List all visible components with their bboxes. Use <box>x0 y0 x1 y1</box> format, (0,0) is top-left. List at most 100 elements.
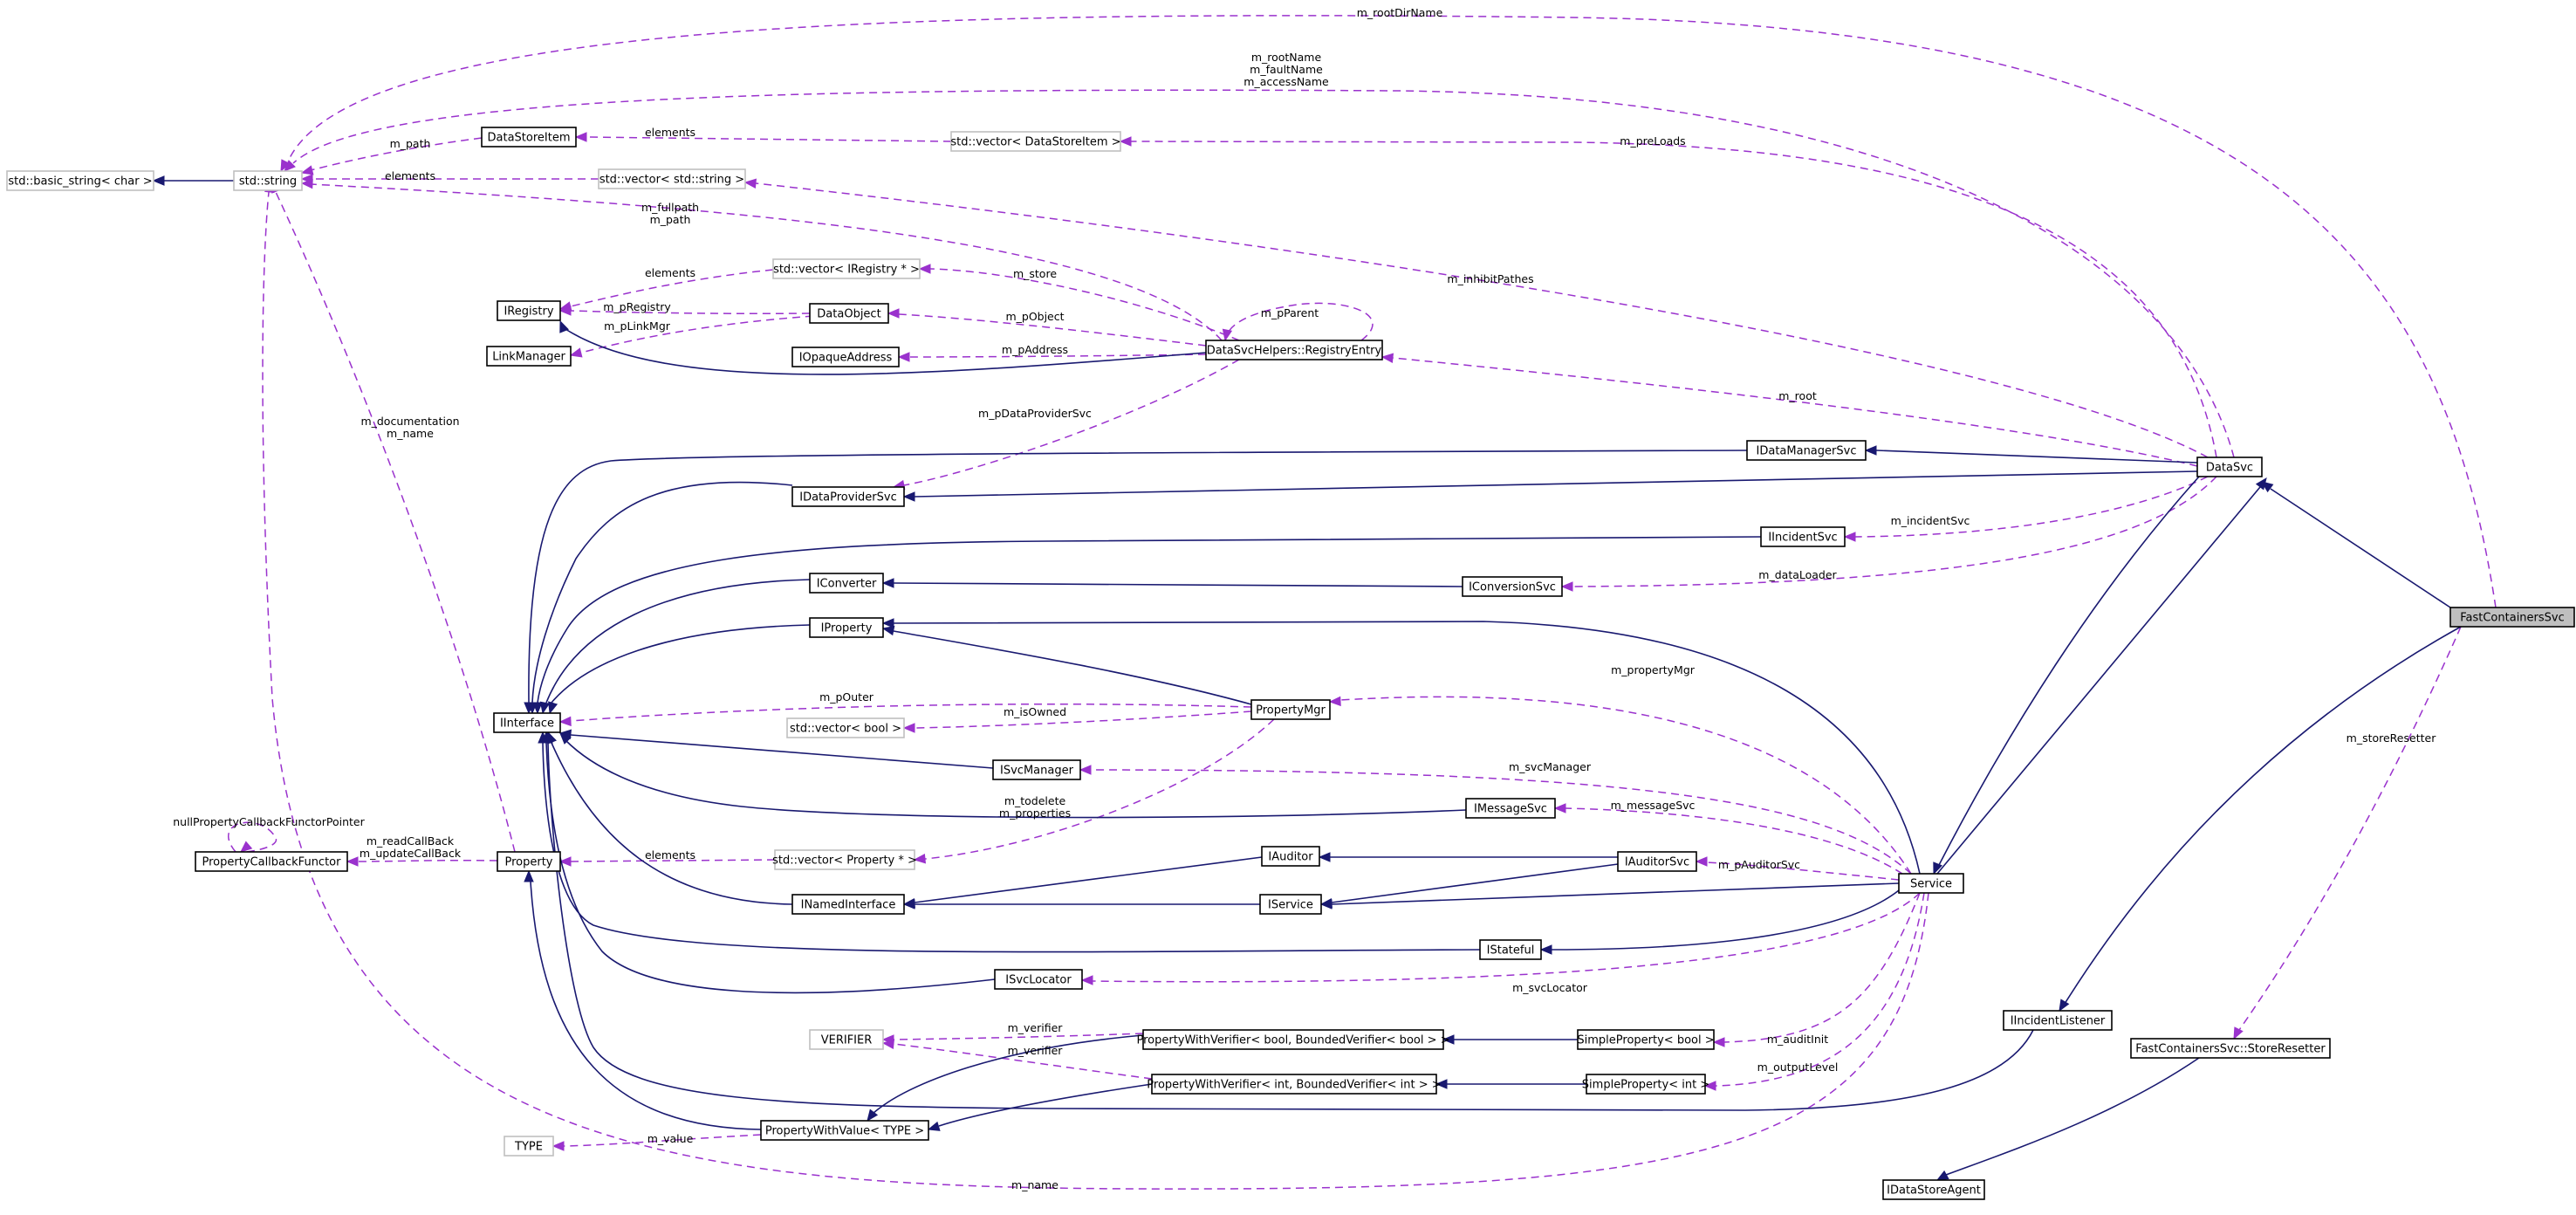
usage-arrowhead <box>1560 581 1573 592</box>
class-node-iauditor[interactable]: IAuditor <box>1261 846 1320 867</box>
class-node-isvcmanager[interactable]: ISvcManager <box>992 759 1081 780</box>
usage-edge-svcmanager <box>1079 765 1912 875</box>
usage-arrowhead <box>1553 803 1566 813</box>
class-node-iincidentsvc[interactable]: IIncidentSvc <box>1760 526 1846 547</box>
usage-edge-elements-property <box>558 856 776 867</box>
class-node-linkmanager[interactable]: LinkManager <box>486 346 572 367</box>
inheritance-edge-iconverter-inherits-iinterface <box>539 579 811 715</box>
usage-edge-paddress <box>897 352 1207 362</box>
class-node-iinterface[interactable]: IInterface <box>493 712 561 733</box>
inheritance-arrowhead <box>867 1109 879 1122</box>
usage-arrowhead <box>902 723 915 733</box>
class-node-label: IInterface <box>500 717 554 731</box>
edge-label-todelete: m_todelete <box>1004 794 1066 807</box>
class-node-datastoreitem[interactable]: DataStoreItem <box>481 127 577 148</box>
inheritance-edge-iincidentsvc-inherits-iinterface <box>532 536 1762 715</box>
class-node-sp-bool[interactable]: SimpleProperty< bool > <box>1577 1029 1715 1050</box>
inheritance-arrowhead <box>902 491 915 502</box>
class-node-iauditorsvc[interactable]: IAuditorSvc <box>1617 851 1697 872</box>
inheritance-arrowhead <box>524 869 534 882</box>
class-node-imessagesvc[interactable]: IMessageSvc <box>1465 798 1556 819</box>
edge-label-pDataProviderSvc: m_pDataProviderSvc <box>978 407 1092 420</box>
class-node-label: PropertyWithVerifier< bool, BoundedVerif… <box>1136 1034 1449 1047</box>
inheritance-edge-iproperty-inherits-iinterface <box>548 624 811 715</box>
inheritance-arrowhead <box>532 702 543 715</box>
usage-edge-verifier-int <box>881 1039 1153 1080</box>
inheritance-edge-iincidentlistener-inherits-iinterface <box>543 731 2034 1111</box>
class-node-dataobject[interactable]: DataObject <box>809 303 889 324</box>
usage-edge-null-pcf-pointer <box>228 821 277 853</box>
class-node-label: IAuditorSvc <box>1625 856 1689 869</box>
edge-label-nullPCFP: nullPropertyCallbackFunctorPointer <box>173 815 365 828</box>
edge-label-messageSvc: m_messageSvc <box>1611 799 1696 812</box>
inheritance-edge-idatamanagersvc-inherits-iinterface <box>524 450 1748 715</box>
edge-label-pLinkMgr: m_pLinkMgr <box>604 319 671 333</box>
usage-edge-todelete <box>913 718 1275 864</box>
class-node-label: Property <box>504 856 552 869</box>
class-node-iopaqueaddress[interactable]: IOpaqueAddress <box>791 347 900 367</box>
class-node-iconverter[interactable]: IConverter <box>809 573 884 594</box>
inheritance-arrowhead <box>1864 445 1877 456</box>
class-node-storeresetter[interactable]: FastContainersSvc::StoreResetter <box>2130 1038 2331 1059</box>
usage-edge-plinkmgr <box>569 315 814 358</box>
inheritance-edge-imessagesvc-inherits-iinterface <box>559 732 1467 819</box>
usage-arrowhead <box>1222 328 1233 342</box>
inheritance-arrowhead <box>1539 944 1552 955</box>
class-node-service[interactable]: Service <box>1898 873 1964 894</box>
class-node-istateful[interactable]: IStateful <box>1479 939 1542 960</box>
inheritance-arrowhead <box>881 618 894 628</box>
usage-edge-pregistry <box>558 305 811 316</box>
edge-label-outputLevel: m_outputLevel <box>1757 1061 1839 1074</box>
inheritance-arrowhead <box>1318 852 1331 862</box>
class-node-iconversionsvc[interactable]: IConversionSvc <box>1462 576 1563 597</box>
usage-edge-documentation <box>271 180 516 853</box>
class-node-pwv-bool[interactable]: PropertyWithVerifier< bool, BoundedVerif… <box>1136 1029 1450 1050</box>
edge-label-documentation: m_name <box>387 427 434 440</box>
class-node-pwv-int[interactable]: PropertyWithVerifier< int, BoundedVerifi… <box>1147 1074 1442 1095</box>
class-node-pwvalue[interactable]: PropertyWithValue< TYPE > <box>760 1120 929 1141</box>
class-node-property[interactable]: Property <box>497 851 561 872</box>
inheritance-arrowhead <box>881 578 894 588</box>
edge-label-auditInit: m_auditInit <box>1767 1033 1828 1046</box>
class-node-idatastoreagent[interactable]: IDataStoreAgent <box>1882 1179 1985 1200</box>
usage-edge-rootname <box>284 89 2235 458</box>
class-node-inamedinterface[interactable]: INamedInterface <box>791 894 905 915</box>
usage-edge-pparent <box>1222 302 1374 342</box>
usage-edge-preloads <box>1119 136 2217 458</box>
edge-label-store: m_store <box>1013 267 1057 280</box>
class-node-vec-dsi: std::vector< DataStoreItem > <box>950 131 1121 152</box>
class-node-registryentry[interactable]: DataSvcHelpers::RegistryEntry <box>1205 340 1383 360</box>
class-node-iproperty[interactable]: IProperty <box>809 617 884 638</box>
class-node-vec-string: std::vector< std::string > <box>598 168 746 189</box>
class-node-pcf[interactable]: PropertyCallbackFunctor <box>195 851 348 872</box>
class-node-propertymgr[interactable]: PropertyMgr <box>1250 699 1331 720</box>
class-node-iregistry[interactable]: IRegistry <box>497 300 561 321</box>
usage-edge-readcallback <box>346 856 498 867</box>
class-node-label: IDataStoreAgent <box>1887 1184 1981 1198</box>
class-node-datasvc[interactable]: DataSvc <box>2196 456 2263 477</box>
class-node-label: ISvcManager <box>1000 765 1074 778</box>
usage-edge-pouter <box>558 703 1252 727</box>
inheritance-edge-sp-int-inherits-pwv-int <box>1435 1079 1586 1089</box>
class-node-label: IConverter <box>817 578 877 591</box>
usage-edge-value <box>552 1134 762 1151</box>
usage-edge-isowned <box>902 710 1252 733</box>
class-node-label: DataSvc <box>2206 462 2253 475</box>
usage-arrowhead <box>1328 696 1341 707</box>
usage-arrowhead <box>552 1141 565 1151</box>
edge-label-documentation: m_documentation <box>360 415 459 428</box>
inheritance-edge-datasvc-inherits-service <box>1933 476 2200 875</box>
class-node-iservice[interactable]: IService <box>1259 894 1322 915</box>
inheritance-edge-iservice-inherits-inamedinterface <box>902 899 1260 910</box>
class-node-idatamanagersvc[interactable]: IDataManagerSvc <box>1746 440 1867 461</box>
class-node-iincidentlistener[interactable]: IIncidentListener <box>2003 1010 2113 1031</box>
usage-edge-svclocator <box>1080 892 1921 985</box>
class-node-basic-string: std::basic_string< char > <box>6 170 154 191</box>
usage-arrowhead <box>918 264 931 274</box>
inheritance-edge-datasvc-inherits-idataprovidersvc <box>902 470 2198 502</box>
class-node-isvclocator[interactable]: ISvcLocator <box>994 969 1083 990</box>
class-node-sp-int[interactable]: SimpleProperty< int > <box>1582 1074 1709 1095</box>
edge-label-dataLoader: m_dataLoader <box>1758 568 1837 581</box>
class-node-fastcontainerssvc[interactable]: FastContainersSvc <box>2449 607 2575 628</box>
class-node-idataprovidersvc[interactable]: IDataProviderSvc <box>791 486 905 507</box>
